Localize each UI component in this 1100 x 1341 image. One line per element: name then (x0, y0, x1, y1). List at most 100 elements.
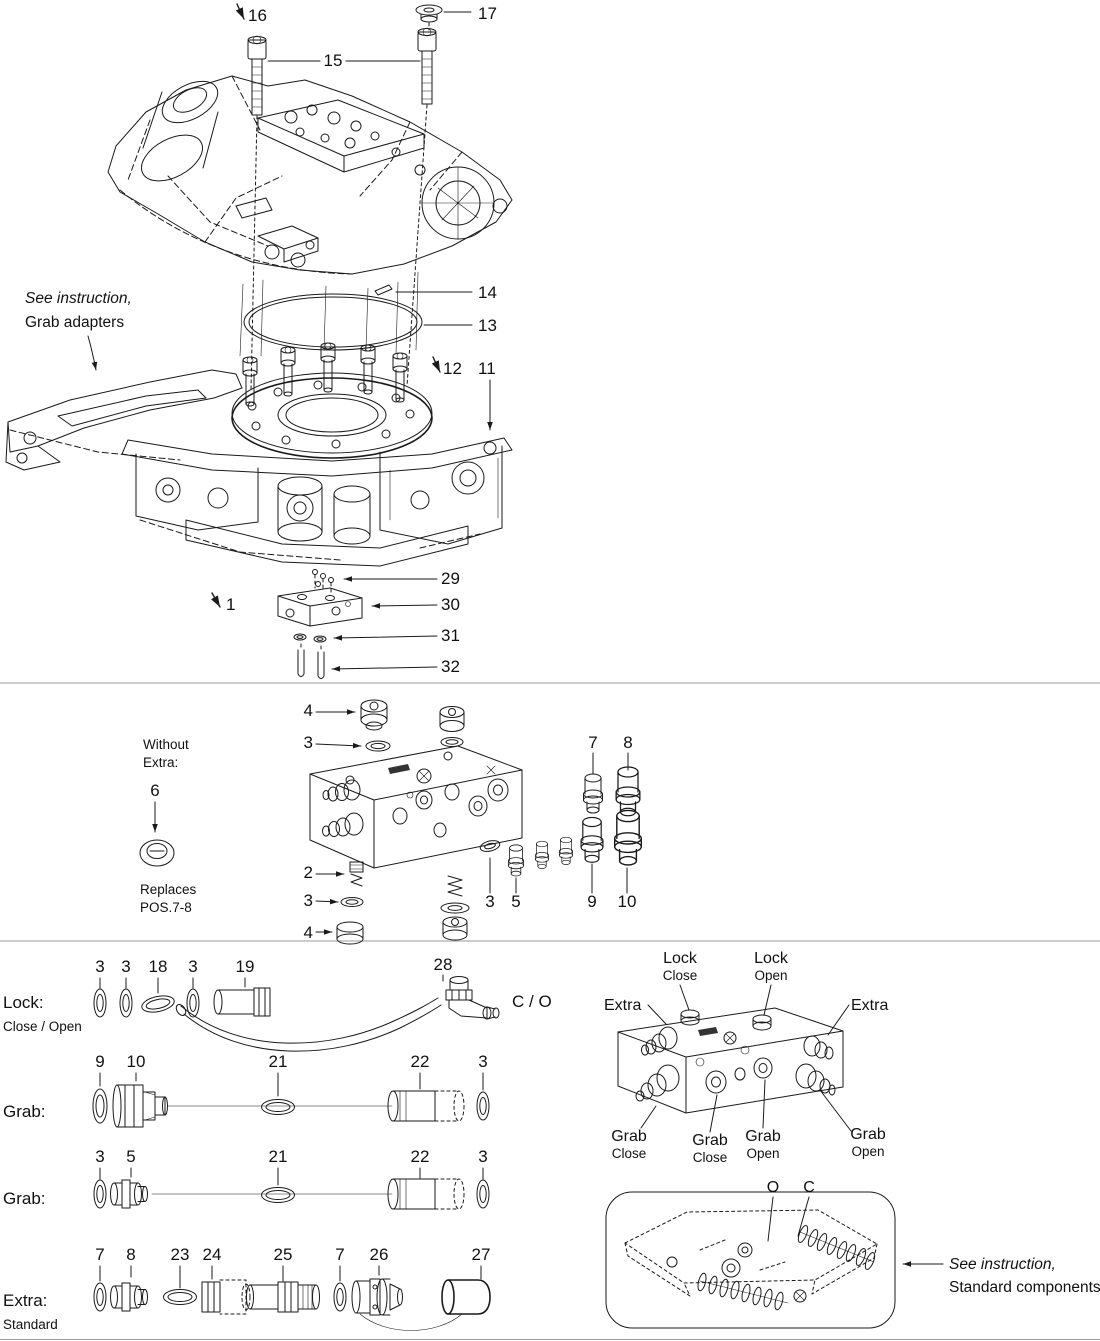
washer-7-row4a (93, 1282, 107, 1312)
without-extra-line1: Without (143, 737, 189, 752)
callout-14: 14 (478, 283, 497, 302)
fitting-10-drawing (112, 1084, 168, 1128)
callout-grab1-22: 22 (411, 1052, 430, 1071)
without-extra-line2: Extra: (143, 755, 178, 770)
grab-close-mid-label-2: Close (693, 1150, 728, 1165)
lower-frame-drawing (5, 342, 513, 567)
callout-grab1-9: 9 (95, 1052, 104, 1071)
fitting-24-drawing (201, 1279, 251, 1315)
oval-21-row3 (261, 1187, 295, 1203)
upper-body-drawing (107, 75, 513, 275)
pin-part-14-drawing (374, 284, 393, 296)
callout-31: 31 (441, 626, 460, 645)
o-port-label: O (767, 1179, 779, 1196)
grab-adapters-note-line1: See instruction, (25, 290, 132, 307)
labeled-valve-block: Lock Close Lock Open Extra Extra (604, 950, 888, 1165)
grab-open-mid-label-1: Grab (745, 1128, 781, 1145)
lock-row-sublabel: Close / Open (3, 1019, 82, 1034)
wire-loop (359, 1313, 463, 1331)
lock-open-label-2: Open (754, 968, 787, 983)
washer-3-right-drawing (479, 840, 501, 852)
brand-tag-right (698, 1027, 718, 1036)
callout-11: 11 (478, 359, 496, 378)
washer-3-row2 (476, 1091, 490, 1121)
stud-projection-lines (239, 271, 419, 357)
washer-lock-c (186, 988, 200, 1018)
callout-grab2-3b: 3 (478, 1147, 487, 1166)
leader-3-top (315, 742, 362, 749)
callout-extra-27: 27 (472, 1245, 491, 1264)
callout-5: 5 (511, 892, 520, 911)
replaces-line2: POS.7-8 (140, 900, 192, 915)
callout-lock-18: 18 (149, 957, 168, 976)
grab-open-right-label-2: Open (851, 1144, 884, 1159)
washer-3-row3a (93, 1179, 107, 1209)
callout-10: 10 (618, 892, 637, 911)
pins-32-drawing (297, 643, 325, 679)
callout-grab1-21: 21 (269, 1052, 288, 1071)
grab-close-mid-label-1: Grab (692, 1132, 728, 1149)
washer-lock-b (119, 988, 133, 1018)
extra-right-label: Extra (851, 997, 888, 1014)
callout-29: 29 (441, 569, 460, 588)
middle-valve-block-view: 4 3 Without Extra: 6 Replaces POS.7-8 (139, 699, 642, 945)
bolt-15-right-drawing (417, 27, 437, 105)
seal-ring-13-drawing (243, 293, 423, 351)
leader-31 (333, 635, 438, 641)
leaders-3-5 (489, 857, 517, 894)
washer-3-row3b (476, 1179, 490, 1209)
coupling-port-left-top (322, 779, 361, 802)
lock-close-label-1: Lock (663, 950, 698, 967)
hose-drawing (175, 997, 442, 1052)
spring-washer-plug-center-drawing (440, 875, 470, 941)
cylinder-22-row2 (387, 1090, 465, 1122)
leader-3-bottom (315, 898, 339, 905)
c-o-label: C / O (512, 992, 552, 1011)
coupling-9-drawing (580, 816, 604, 863)
coupling-8-row4 (110, 1282, 148, 1312)
extra-row-sublabel: Standard (3, 1317, 58, 1332)
extra-left-label: Extra (604, 997, 641, 1014)
grab-open-right-coupling (795, 1063, 836, 1096)
lock-open-label-1: Lock (754, 950, 789, 967)
washer-9-drawing (92, 1088, 108, 1124)
orientation-arrow-12 (431, 356, 441, 373)
brand-tag (388, 764, 410, 774)
callout-3-bottom: 3 (304, 891, 313, 910)
callout-grab2-21: 21 (269, 1147, 288, 1166)
cap-4-bottom-drawing (336, 921, 364, 945)
spring-left-drawing (697, 1272, 789, 1311)
washer-7-row4b (333, 1282, 347, 1312)
cylinder-22-row3 (387, 1178, 465, 1210)
leader-32 (331, 666, 438, 672)
callout-lock-3c: 3 (188, 957, 197, 976)
bolt-19-drawing (213, 987, 271, 1017)
grab-open-mid-label-2: Open (746, 1146, 779, 1161)
valve-block-middle-drawing (309, 745, 523, 869)
plug-4-top-drawing (360, 699, 388, 731)
callout-30: 30 (441, 595, 460, 614)
callout-3-right: 3 (485, 892, 494, 911)
callout-12: 12 (443, 359, 462, 378)
lock-row-label: Lock: (3, 993, 44, 1012)
callout-17: 17 (478, 4, 497, 23)
c-port-label: C (803, 1179, 815, 1196)
replaces-line1: Replaces (140, 882, 197, 897)
coupling-5-row3 (110, 1179, 148, 1209)
fitting-25-drawing (246, 1281, 320, 1313)
leaders-7-8 (592, 752, 629, 775)
callout-2: 2 (304, 863, 313, 882)
callout-lock-28: 28 (434, 955, 453, 974)
callout-grab1-10: 10 (127, 1052, 146, 1071)
grab1-leaders (99, 1072, 484, 1097)
valve-block-right-drawing (617, 1007, 844, 1114)
coupling-7-drawing (583, 773, 603, 814)
schematic-note-line1: See instruction, (949, 1256, 1056, 1273)
callout-extra-23: 23 (171, 1245, 190, 1264)
grab-adapters-note-arrow (87, 335, 98, 371)
callout-extra-25: 25 (274, 1245, 293, 1264)
leaders-9-10 (591, 863, 628, 894)
callout-15: 15 (324, 51, 343, 70)
cap-part-17-drawing (415, 4, 443, 31)
